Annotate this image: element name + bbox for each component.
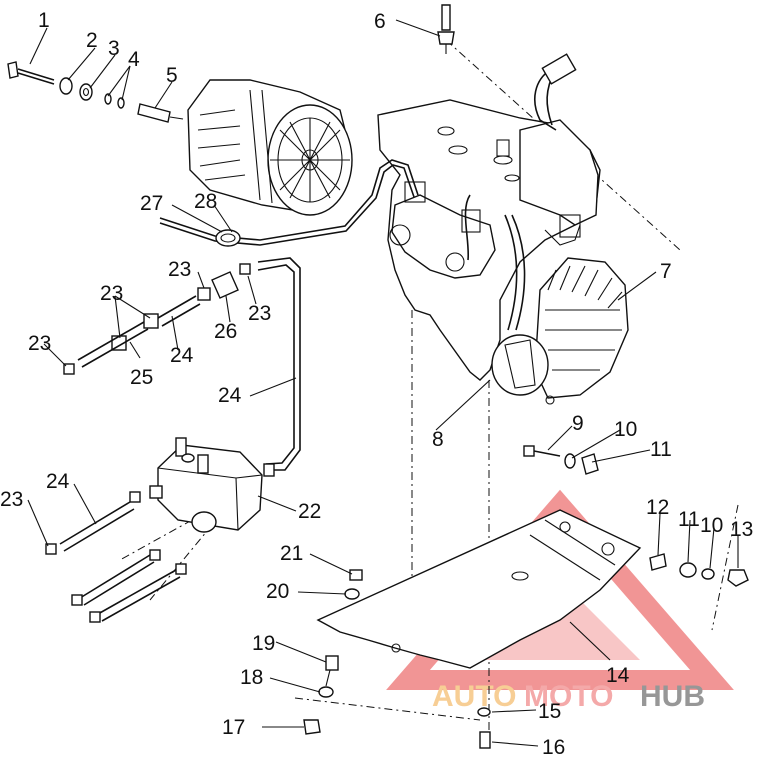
callout-11-lower: 11 [678, 508, 700, 531]
callout-23-right: 23 [248, 302, 271, 325]
callout-17: 17 [222, 716, 245, 739]
callout-2: 2 [86, 29, 98, 52]
callout-5: 5 [166, 64, 178, 87]
callout-labels: 1 2 3 4 5 6 7 8 9 10 11 12 11 10 13 14 1… [0, 9, 753, 757]
callout-11-upper: 11 [650, 438, 672, 461]
callout-8: 8 [432, 428, 444, 451]
engine-block [377, 53, 601, 381]
callout-24-pump-left: 24 [46, 470, 70, 493]
callout-1: 1 [38, 9, 50, 32]
callout-16: 16 [542, 736, 565, 757]
callout-23-upper: 23 [168, 258, 191, 281]
mount-hardware-right [523, 445, 749, 587]
callout-7: 7 [660, 260, 672, 283]
callout-23-fitting: 23 [100, 282, 123, 305]
fuel-line [159, 159, 471, 261]
callout-13: 13 [730, 518, 753, 541]
spark-plug [437, 4, 455, 54]
clutch-bolt-stack [7, 61, 184, 123]
callout-23-hose-end: 23 [28, 332, 51, 355]
callout-21: 21 [280, 542, 303, 565]
recoil-starter [491, 257, 629, 405]
callout-6: 6 [374, 10, 386, 33]
callout-3: 3 [108, 37, 120, 60]
callout-22: 22 [298, 500, 321, 523]
watermark-hub: HUB [640, 680, 705, 713]
drive-clutch [187, 79, 353, 216]
callout-10-upper: 10 [614, 418, 637, 441]
callout-28: 28 [194, 190, 217, 213]
leader-lines [27, 19, 739, 747]
fuel-pump-assembly [45, 257, 301, 623]
callout-12: 12 [646, 496, 669, 519]
callout-4: 4 [128, 48, 140, 71]
callout-9: 9 [572, 412, 584, 435]
callout-24-short: 24 [170, 344, 194, 367]
callout-18: 18 [240, 666, 263, 689]
callout-25: 25 [130, 366, 153, 389]
watermark-moto: MOTO [524, 680, 613, 713]
mount-hardware-bottom [303, 569, 491, 749]
watermark-auto: AUTO [432, 680, 516, 713]
callout-20: 20 [266, 580, 289, 603]
callout-19: 19 [252, 632, 275, 655]
callout-23-pump-left: 23 [0, 488, 23, 511]
callout-24-long: 24 [218, 384, 242, 407]
callout-10-lower: 10 [700, 514, 723, 537]
callout-27: 27 [140, 192, 163, 215]
callout-15: 15 [538, 700, 561, 723]
callout-26: 26 [214, 320, 237, 343]
callout-14: 14 [606, 664, 630, 687]
engine-mount-plate [316, 509, 642, 669]
